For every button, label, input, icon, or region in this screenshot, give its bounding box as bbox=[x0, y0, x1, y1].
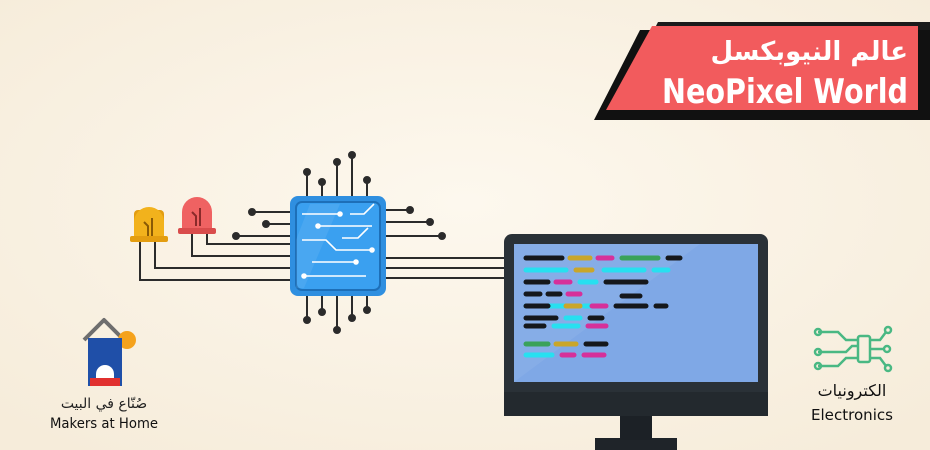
chip-pins bbox=[232, 151, 446, 334]
electronics-logo-arabic: الكترونيات bbox=[818, 381, 887, 401]
makers-house-logo-icon bbox=[82, 318, 136, 386]
banner-title-arabic: عالم النيوبكسل bbox=[711, 37, 908, 67]
makers-logo-arabic: صُنّاع في البيت bbox=[61, 396, 147, 412]
circuit-logo-icon bbox=[813, 325, 893, 373]
led-red-icon bbox=[178, 197, 216, 234]
title-banner: عالم النيوبكسل NeoPixel World bbox=[594, 22, 930, 120]
monitor-wires bbox=[386, 257, 505, 279]
computer-monitor-icon bbox=[504, 234, 768, 450]
microcontroller-chip-icon bbox=[290, 196, 386, 296]
makers-logo-english: Makers at Home bbox=[50, 416, 158, 432]
led-yellow-icon bbox=[130, 207, 168, 242]
code-lines bbox=[523, 255, 683, 358]
electronics-logo-english: Electronics bbox=[811, 406, 893, 424]
led-wires bbox=[139, 232, 290, 281]
banner-title-english: NeoPixel World bbox=[662, 72, 908, 112]
